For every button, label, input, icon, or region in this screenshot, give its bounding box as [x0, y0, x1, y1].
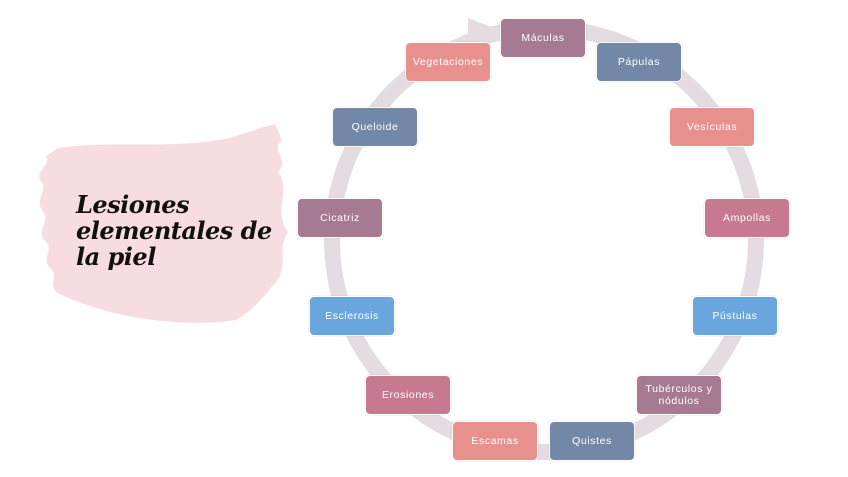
title-line-3: la piel — [76, 242, 156, 271]
cycle-node-erosiones: Erosiones — [365, 375, 451, 415]
slide-title: Lesiones elementales de la piel — [76, 192, 276, 270]
cycle-node-pustulas: Pústulas — [692, 296, 778, 336]
cycle-node-queloide: Queloide — [332, 107, 418, 147]
cycle-node-quistes: Quistes — [549, 421, 635, 461]
cycle-node-esclerosis: Esclerosis — [309, 296, 395, 336]
title-line-1: Lesiones — [76, 190, 190, 219]
cycle-arrowhead-icon — [468, 18, 502, 46]
cycle-node-cicatriz: Cicatriz — [297, 198, 383, 238]
brush-stroke-streak — [48, 168, 205, 180]
cycle-node-maculas: Máculas — [500, 18, 586, 58]
cycle-node-vesiculas: Vesículas — [669, 107, 755, 147]
cycle-node-tuberculos-nodulos: Tubérculos y nódulos — [636, 375, 722, 415]
cycle-node-ampollas: Ampollas — [704, 198, 790, 238]
cycle-node-escamas: Escamas — [452, 421, 538, 461]
cycle-node-vegetaciones: Vegetaciones — [405, 42, 491, 82]
cycle-node-papulas: Pápulas — [596, 42, 682, 82]
title-line-2: elementales de — [76, 216, 272, 245]
